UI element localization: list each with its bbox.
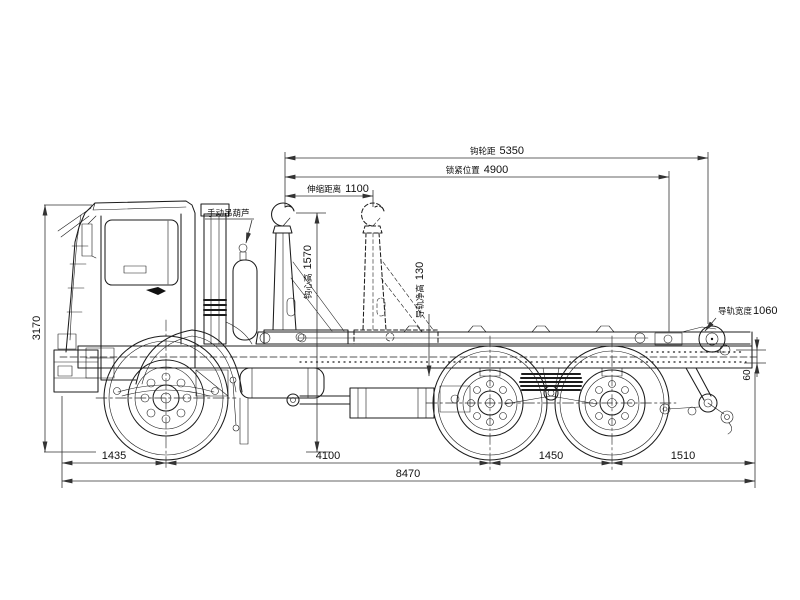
rear-stabilizer [659, 367, 734, 435]
front-bumper [53, 349, 99, 393]
dim-rear-overhang: 1510 [671, 450, 695, 462]
brand-emblem [146, 287, 166, 295]
dim-wheelbase-rear: 1450 [539, 450, 563, 462]
dim-hook-center-height: 钩心高1570 [302, 245, 314, 299]
cab [53, 200, 243, 393]
truck-body [53, 200, 759, 471]
underframe-equipment [195, 367, 471, 445]
cab-step [85, 347, 115, 379]
hoist-cylinder [232, 243, 258, 341]
dim-front-overhang: 1435 [102, 450, 126, 462]
hydraulic-cylinder [349, 387, 435, 419]
chassis-frame [59, 325, 759, 369]
dim-wheelbase-front: 4100 [316, 450, 340, 462]
air-intake-stack [200, 203, 253, 345]
mirror [81, 223, 93, 257]
dim-overall-length: 8470 [396, 468, 420, 480]
mud-flap [239, 397, 249, 445]
lock-device [654, 332, 683, 346]
dimensions [42, 152, 766, 488]
fuel-tank [239, 367, 325, 399]
dim-overall-height: 3170 [31, 316, 43, 340]
front-fender [135, 329, 243, 393]
callout-manual-hoist: 手动吊葫芦 [207, 208, 250, 218]
dim-rail-width: 导轨宽度1060 [718, 305, 778, 317]
center-lines [95, 319, 677, 471]
hook [271, 202, 295, 227]
dim-rail-clear-height: 导轨净高130 [414, 262, 426, 318]
dim-rail-step-height: 60 [742, 369, 753, 381]
hook-arm [263, 202, 349, 345]
